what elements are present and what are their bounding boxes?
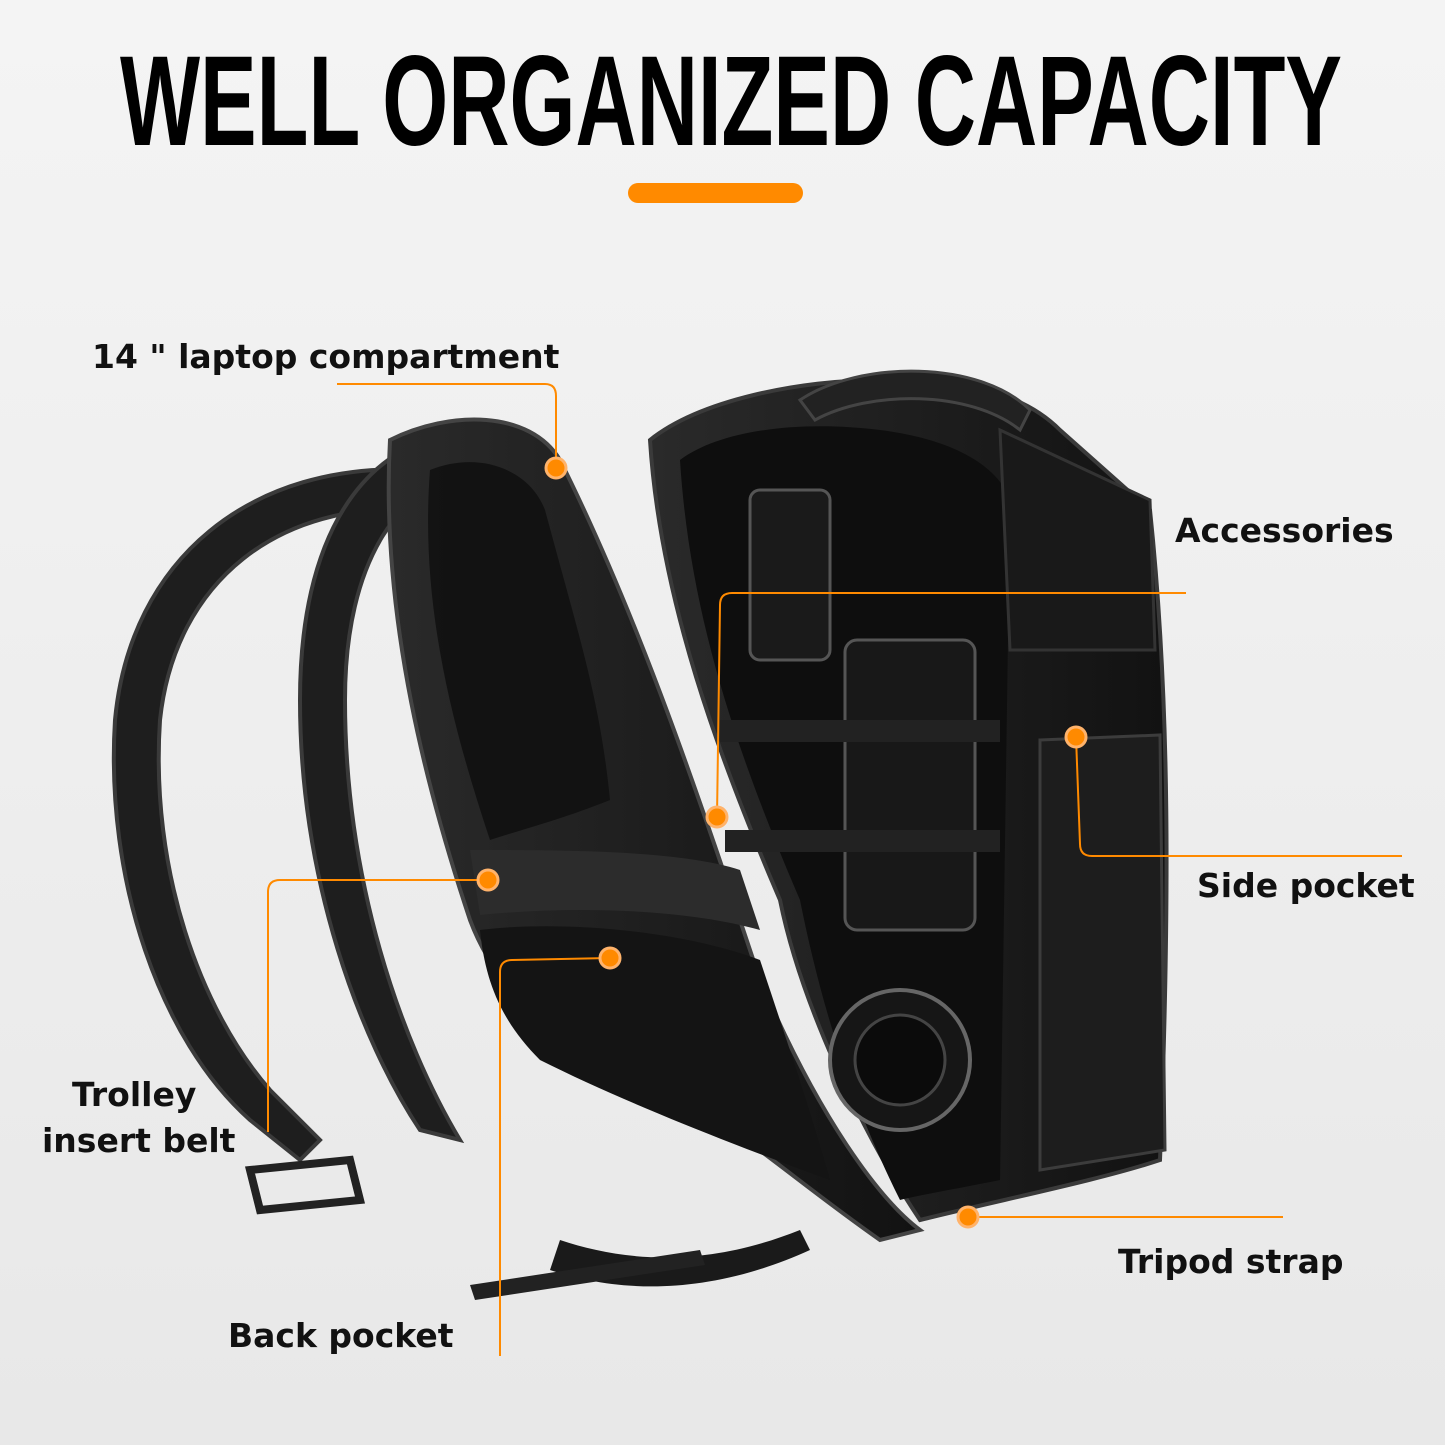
strap-buckle [244,1155,366,1215]
laptop-dot [544,456,568,480]
back-mesh [428,462,610,840]
laptop-leader-line [337,383,557,468]
callout-tripod-strap: Tripod strap [1118,1242,1344,1281]
side-pocket-leader-line [1075,736,1402,857]
page-title: WELL ORGANIZED CAPACITY [120,30,1342,173]
accessory-flap [998,427,1157,652]
back-pocket-dot [598,946,622,970]
side-pocket-dot [1064,725,1088,749]
side-pocket [1038,733,1167,1172]
backpack [111,369,1169,1300]
callout-accessories: Accessories [1175,511,1394,550]
elastic-strap [720,720,1000,742]
callout-dots [476,456,1088,1229]
camera-upper [748,488,832,662]
trolley-leader-line [267,879,488,1132]
strap-end [470,1250,705,1300]
trolley-dot [476,868,500,892]
tripod-dot [956,1205,980,1229]
callout-side-pocket: Side pocket [1197,866,1415,905]
trolley-belt [470,850,760,930]
lens-inner [853,1013,947,1107]
top-handle [797,369,1032,433]
back-pocket-leader-line [499,957,611,1356]
callout-trolley-line2: insert belt [42,1121,236,1160]
callout-laptop-compartment: 14 " laptop compartment [92,337,560,376]
camera-lower [843,638,977,932]
left-shoulder-strap [111,467,422,1163]
accessories-leader-line [716,592,1186,818]
accessories-dot [705,805,729,829]
elastic-strap [725,830,1000,852]
callout-back-pocket: Back pocket [228,1316,454,1355]
back-pocket-mesh [480,926,830,1180]
callout-lines [267,383,1402,1356]
callout-trolley-line1: Trolley [72,1075,197,1114]
title-underline [628,183,803,203]
right-shoulder-strap [297,427,483,1144]
